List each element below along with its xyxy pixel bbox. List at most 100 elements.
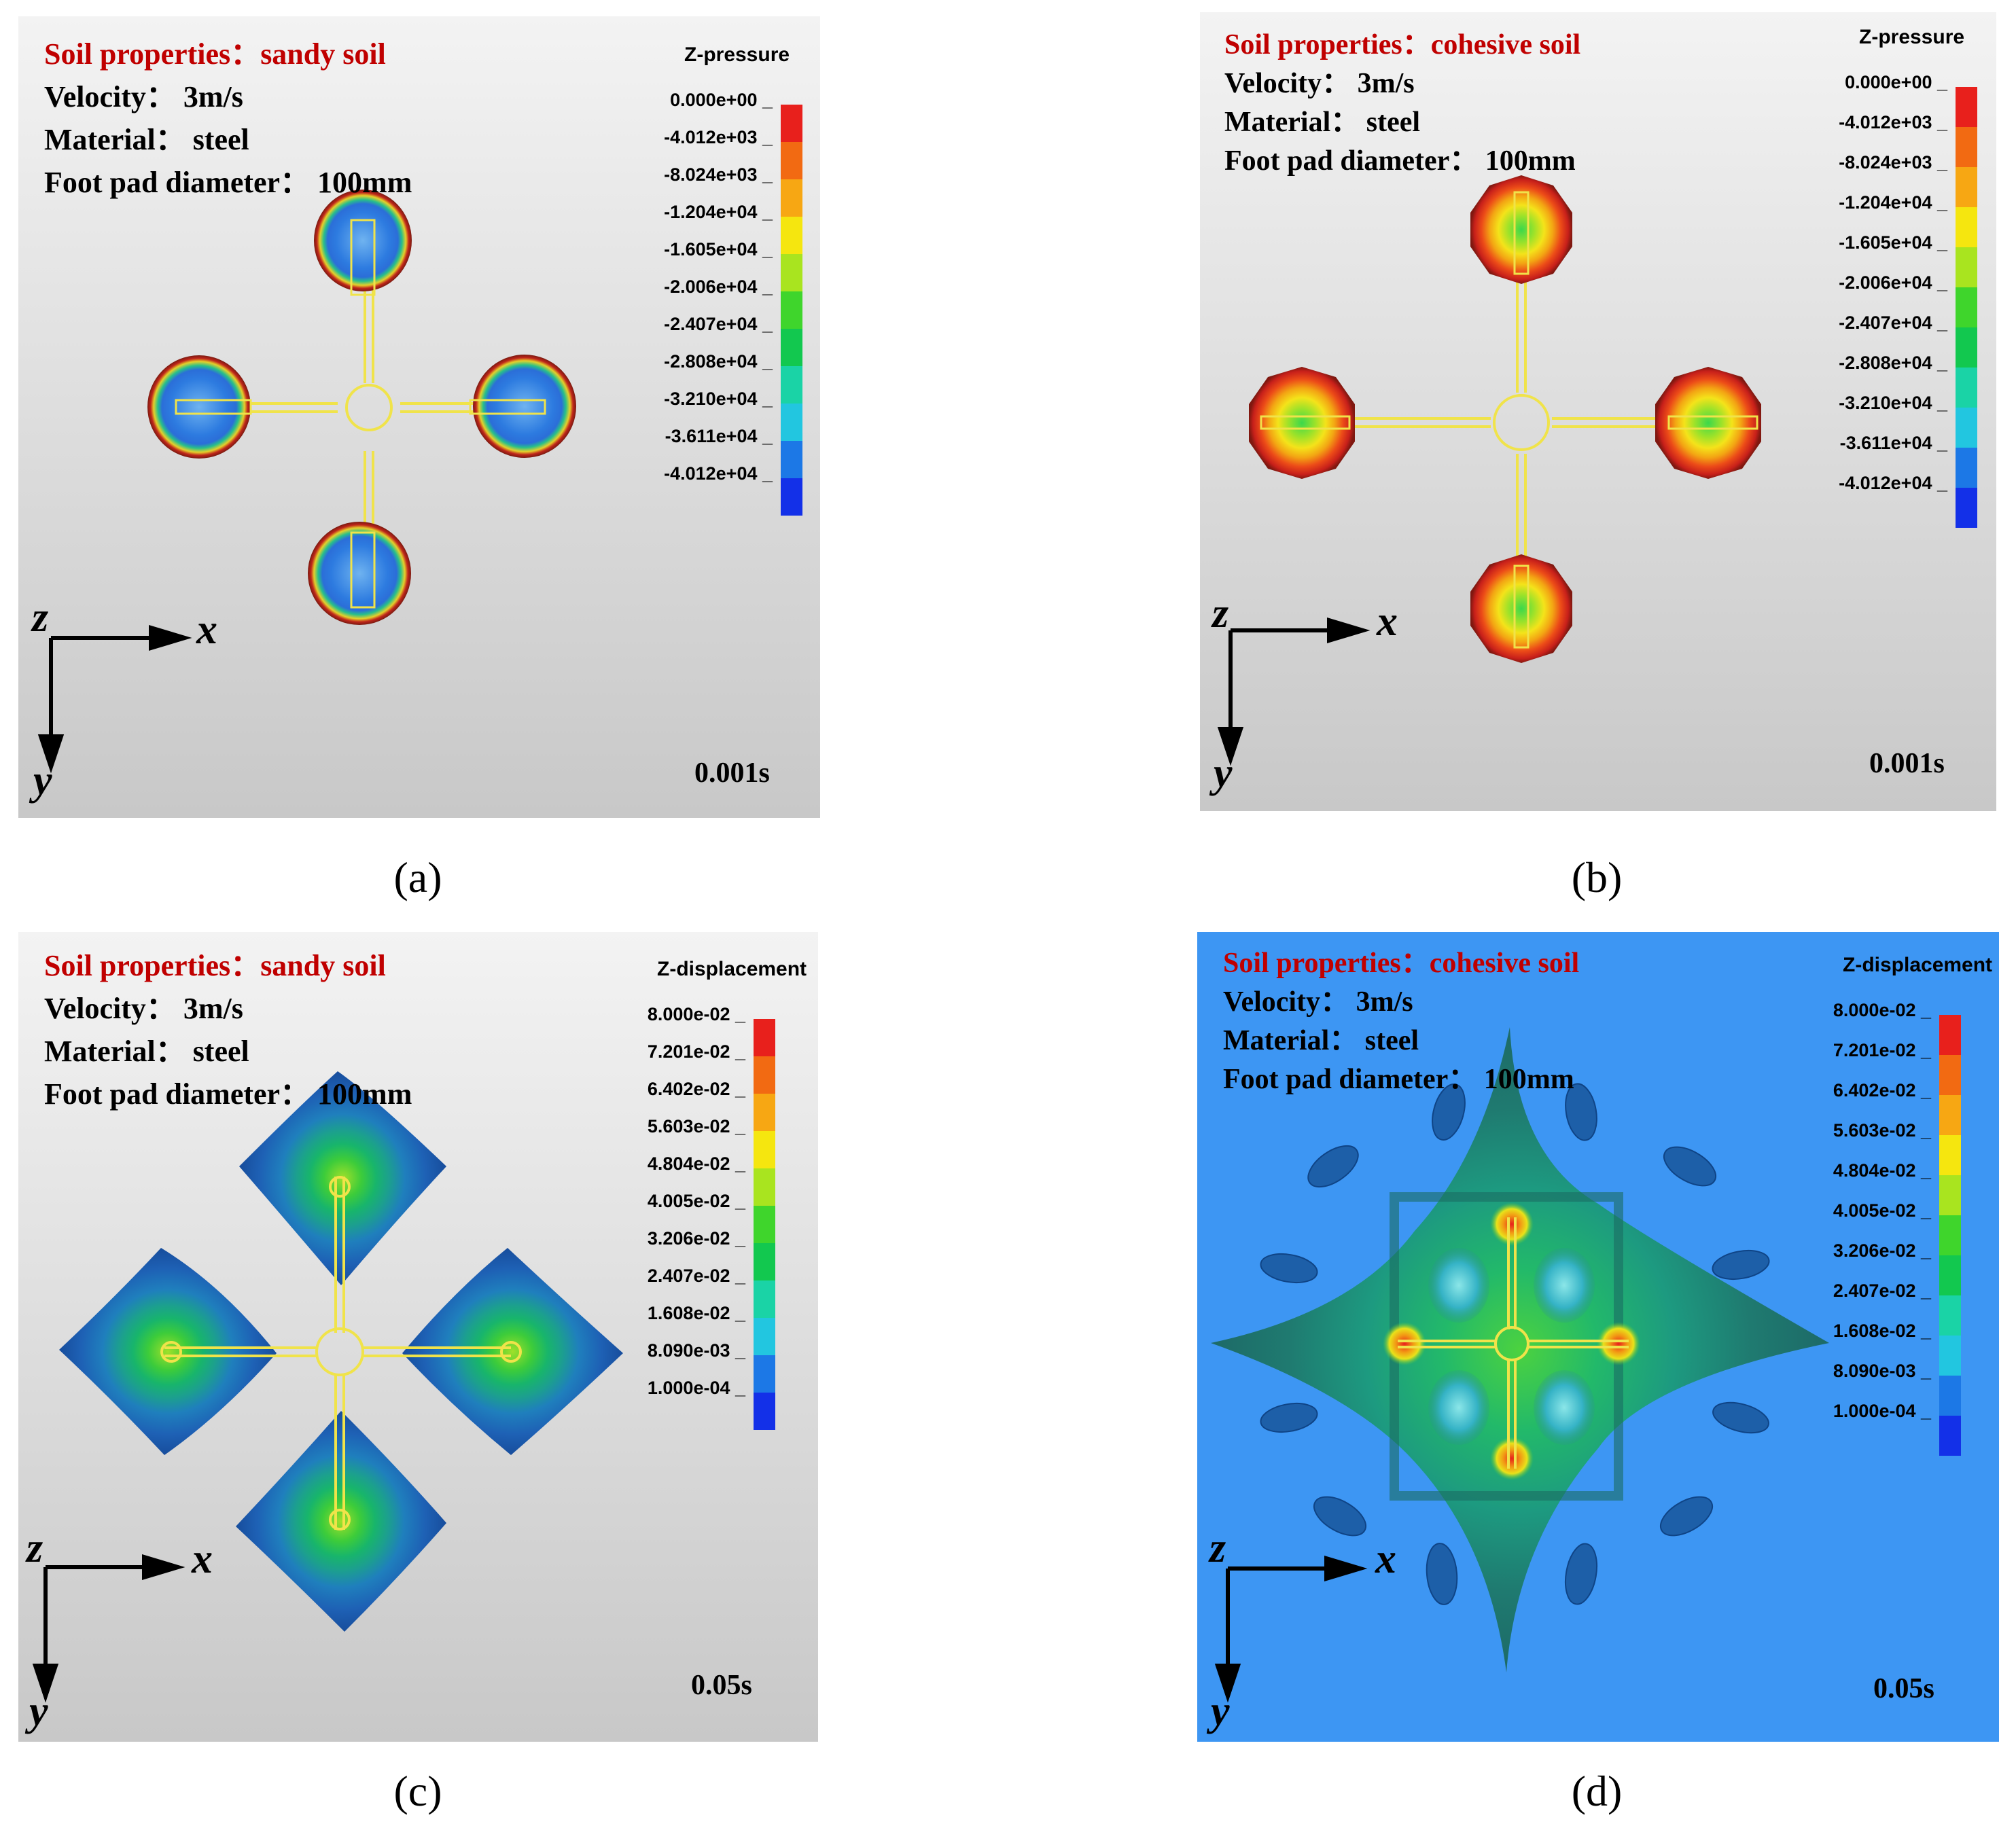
caption-c: (c) [393, 1767, 442, 1815]
axis-label-x: x [1375, 1536, 1396, 1582]
soil-fragments [1260, 1083, 1770, 1605]
legend-swatch [1939, 1336, 1961, 1376]
foot-pad-top [1470, 175, 1572, 284]
legend-value: -8.024e+03 _ [1839, 152, 1947, 173]
legend-value: -1.605e+04 _ [1839, 232, 1947, 253]
soil-label: Soil properties： [44, 949, 261, 982]
caption-a: (a) [393, 853, 442, 901]
material-text: Material： steel [1224, 107, 1421, 138]
legend-swatch [754, 1206, 775, 1243]
time-label: 0.001s [1869, 748, 1945, 779]
legend-swatch [1939, 1255, 1961, 1295]
legend-value: -4.012e+04 _ [1839, 473, 1947, 493]
legend-value: -2.006e+04 _ [664, 276, 773, 297]
legend-value: -1.204e+04 _ [664, 202, 773, 222]
legend-swatch [754, 1094, 775, 1131]
axis-label-x: x [192, 1536, 213, 1582]
legend-colorbar [754, 1019, 775, 1430]
soil-label: Soil properties： [1223, 948, 1430, 979]
legend-swatch [1939, 1055, 1961, 1095]
hotspot-top [1490, 1202, 1534, 1246]
legend-swatch [754, 1168, 775, 1206]
legend-swatch [1939, 1095, 1961, 1135]
legend-value: 1.608e-02 _ [1833, 1321, 1931, 1341]
legend-swatch [781, 441, 802, 478]
axis-label-y: y [1211, 1688, 1230, 1734]
legend-value: -1.605e+04 _ [664, 239, 773, 259]
panel-d-figure [1197, 932, 1999, 1742]
panel-d: Soil properties：cohesive soil Velocity： … [1197, 932, 1999, 1742]
legend-value: -2.006e+04 _ [1839, 272, 1947, 293]
soil-value: sandy soil [260, 949, 386, 982]
panel-c: Soil properties：sandy soil Velocity： 3m/… [18, 932, 818, 1742]
legend-swatch [1939, 1135, 1961, 1175]
legend-swatch [754, 1019, 775, 1056]
hotspot-right [1597, 1322, 1640, 1365]
soil-bulge-right [402, 1248, 623, 1455]
legend-value: -2.407e+04 _ [664, 314, 773, 334]
panel-c-info: Soil properties：sandy soil Velocity： 3m/… [44, 944, 412, 1115]
velocity-text: Velocity： 3m/s [1224, 68, 1415, 99]
legend-swatch [781, 404, 802, 441]
legend-value: 8.090e-03 _ [1833, 1361, 1931, 1381]
legend-swatch [1956, 247, 1977, 287]
legend-swatch [781, 329, 802, 366]
legend-swatch [754, 1243, 775, 1280]
legend-value: 1.000e-04 _ [647, 1378, 745, 1398]
diameter-text: Foot pad diameter： 100mm [44, 1077, 412, 1111]
legend-value: 7.201e-02 _ [1833, 1040, 1931, 1060]
legend-swatch [1939, 1416, 1961, 1456]
foot-pad-bottom [1470, 554, 1572, 663]
legend-value: -2.808e+04 _ [664, 351, 773, 372]
soil-deformation-star [1211, 1027, 1829, 1672]
legend-value: 4.005e-02 _ [647, 1191, 745, 1211]
legend-value: 4.804e-02 _ [647, 1153, 745, 1174]
axes-glyph [32, 1554, 185, 1703]
legend-swatch [1956, 127, 1977, 167]
material-text: Material： steel [44, 1035, 249, 1068]
legend-value: 7.201e-02 _ [647, 1041, 745, 1062]
legend-swatch [781, 291, 802, 329]
legend-swatch [754, 1355, 775, 1393]
legend-swatch [781, 217, 802, 254]
legend-swatch [1939, 1376, 1961, 1416]
legend-value: 5.603e-02 _ [647, 1116, 745, 1136]
legend-value: -2.808e+04 _ [1839, 353, 1947, 373]
legend-colorbar [781, 105, 802, 516]
legend-swatch [1956, 87, 1977, 127]
axis-label-z: z [1209, 1525, 1226, 1571]
legend-value: -3.210e+04 _ [1839, 393, 1947, 413]
legend-value: -8.024e+03 _ [664, 164, 773, 185]
velocity-text: Velocity： 3m/s [44, 992, 243, 1025]
axis-label-y: y [29, 1688, 48, 1734]
legend-colorbar [1939, 1015, 1961, 1456]
legend-value: 3.206e-02 _ [1833, 1240, 1931, 1261]
time-label: 0.05s [691, 1670, 752, 1701]
material-text: Material： steel [1223, 1025, 1419, 1056]
legend-swatch [1956, 287, 1977, 327]
legend-value: -4.012e+04 _ [664, 463, 773, 484]
legend-value: 0.000e+00 _ [1845, 72, 1947, 92]
time-label: 0.001s [694, 757, 770, 789]
legend-value: 1.608e-02 _ [647, 1303, 745, 1323]
soil-label: Soil properties： [1224, 29, 1431, 60]
legend-swatch [1956, 448, 1977, 488]
foot-pad-left [1249, 367, 1355, 479]
axis-label-y: y [1214, 750, 1233, 796]
legend-value: 4.804e-02 _ [1833, 1160, 1931, 1181]
legend-swatch [1956, 368, 1977, 408]
legend-swatch [781, 179, 802, 217]
legend-swatch [781, 105, 802, 142]
legend-value: -1.204e+04 _ [1839, 192, 1947, 213]
legend-value: 8.000e-02 _ [647, 1004, 745, 1024]
legend-swatch [1956, 488, 1977, 528]
legend-colorbar [1956, 87, 1977, 528]
diameter-text: Foot pad diameter： 100mm [1223, 1064, 1574, 1095]
panel-d-info: Soil properties：cohesive soil Velocity： … [1223, 944, 1579, 1099]
legend-title: Z-pressure [684, 43, 790, 66]
panel-c-figure [18, 932, 818, 1742]
axis-label-x: x [1377, 598, 1398, 645]
legend-value: 3.206e-02 _ [647, 1228, 745, 1249]
